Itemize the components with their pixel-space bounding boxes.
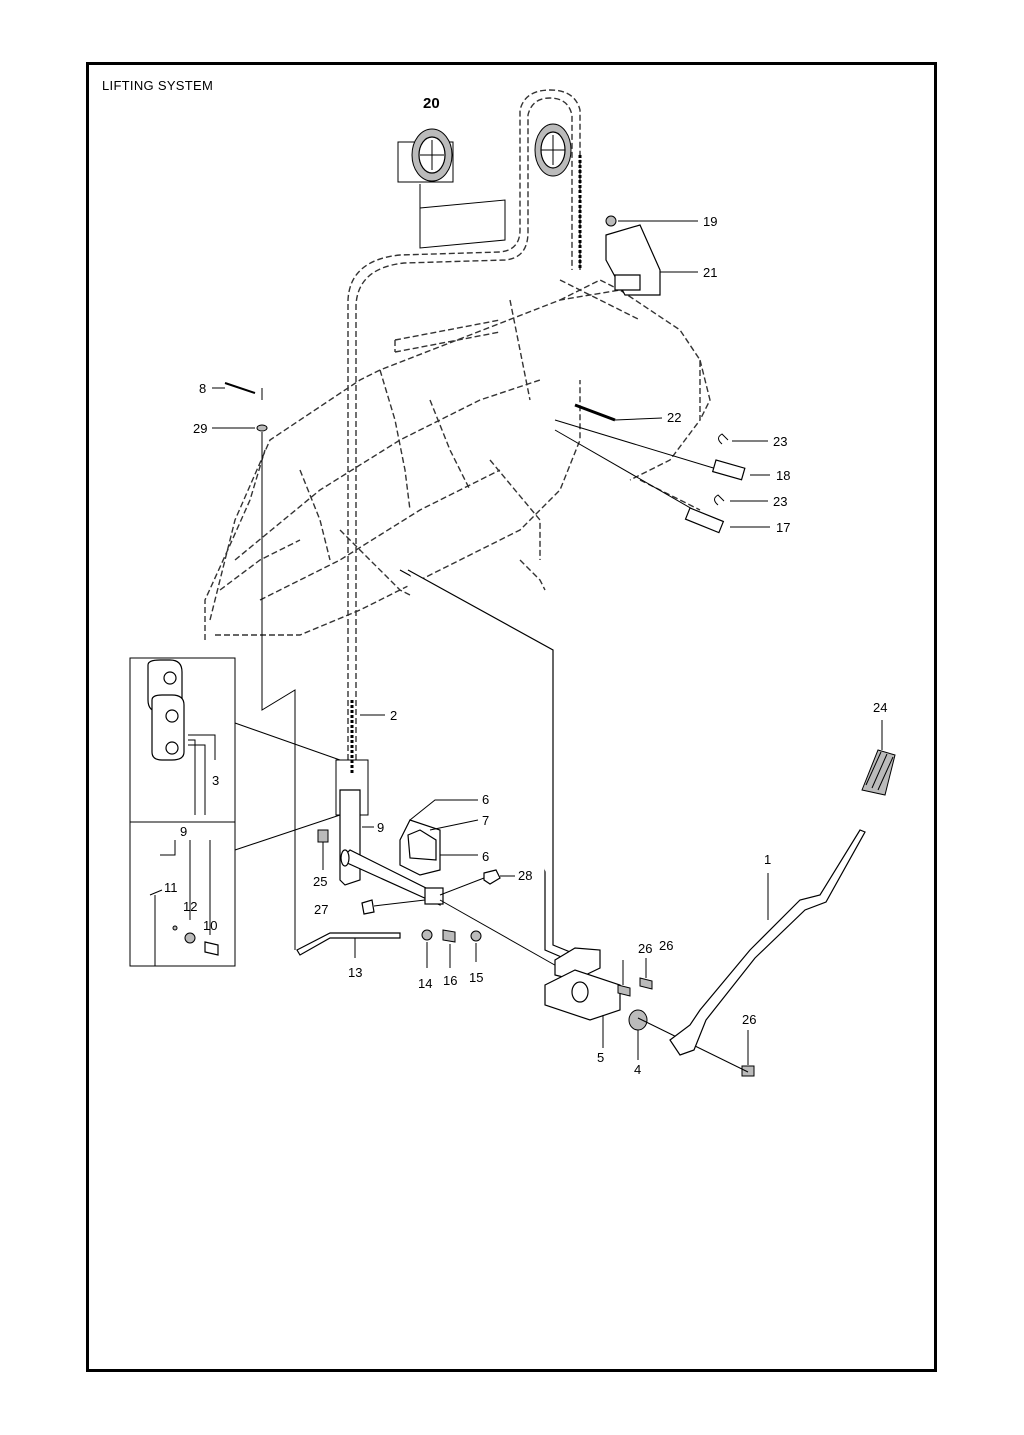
callout-13: 13 (348, 965, 362, 980)
callout-5: 5 (597, 1050, 604, 1065)
callout-24: 24 (873, 700, 887, 715)
chain-path (347, 89, 581, 760)
callout-26c: 26 (742, 1012, 756, 1027)
part-21-bracket (605, 224, 698, 296)
part-27-bolt (361, 899, 426, 915)
callout-26b: 26 (659, 938, 673, 953)
callout-6a: 6 (482, 792, 489, 807)
callout-8: 8 (199, 381, 206, 396)
part-14-nut (421, 929, 433, 941)
part-17-pin (554, 429, 770, 534)
pulley-20-right (534, 123, 572, 177)
callout-16: 16 (443, 973, 457, 988)
callout-7: 7 (482, 813, 489, 828)
page-frame (86, 62, 937, 1372)
part-2-chain (350, 700, 385, 775)
callout-26a: 26 (638, 941, 652, 956)
part-24-knob (861, 720, 896, 796)
callout-20: 20 (423, 95, 440, 112)
callout-22: 22 (667, 410, 681, 425)
callout-28: 28 (518, 868, 532, 883)
callout-17: 17 (776, 520, 790, 535)
part-19-nut (605, 215, 617, 227)
callout-27: 27 (314, 902, 328, 917)
chassis-frame (204, 279, 711, 640)
callout-6b: 6 (482, 849, 489, 864)
callout-9a: 9 (377, 820, 384, 835)
callout-29: 29 (193, 421, 207, 436)
callout-3: 3 (212, 773, 219, 788)
part-6-7-plate (399, 799, 479, 876)
part-23a-clip (718, 433, 768, 445)
callout-18: 18 (776, 468, 790, 483)
diagram-title: LIFTING SYSTEM (102, 78, 214, 93)
callout-21: 21 (703, 265, 717, 280)
part-18-pin (554, 419, 770, 481)
cross-tube (340, 849, 444, 906)
callout-19: 19 (703, 214, 717, 229)
part-4-bushing (628, 1009, 648, 1060)
callout-25: 25 (313, 874, 327, 889)
part-28-nut (439, 869, 515, 896)
callout-12: 12 (183, 899, 197, 914)
callout-labels: 1 2 3 4 5 6 6 7 8 9 9 10 11 12 13 14 15 … (164, 95, 887, 1077)
part-5-pivot-bracket (544, 947, 621, 1048)
pulley-20-left (397, 128, 506, 249)
part-13-rod (296, 932, 401, 958)
callout-1: 1 (764, 852, 771, 867)
lift-shaft (399, 569, 586, 966)
callout-11: 11 (164, 880, 178, 895)
detail-inset (129, 657, 341, 967)
callout-10: 10 (203, 918, 217, 933)
part-8-pin (212, 382, 263, 400)
part-1-lever (669, 829, 866, 1056)
callout-14: 14 (418, 976, 432, 991)
callout-15: 15 (469, 970, 483, 985)
callout-9b: 9 (180, 824, 187, 839)
callout-4: 4 (634, 1062, 641, 1077)
part-23b-clip (714, 494, 768, 506)
part-15-nut (470, 930, 482, 942)
part-22-clip (574, 403, 663, 422)
part-25-bolt (317, 829, 329, 870)
callout-2: 2 (390, 708, 397, 723)
callout-23b: 23 (773, 494, 787, 509)
callout-23a: 23 (773, 434, 787, 449)
part-16-spring (442, 929, 456, 943)
part-29-washer (212, 424, 268, 432)
